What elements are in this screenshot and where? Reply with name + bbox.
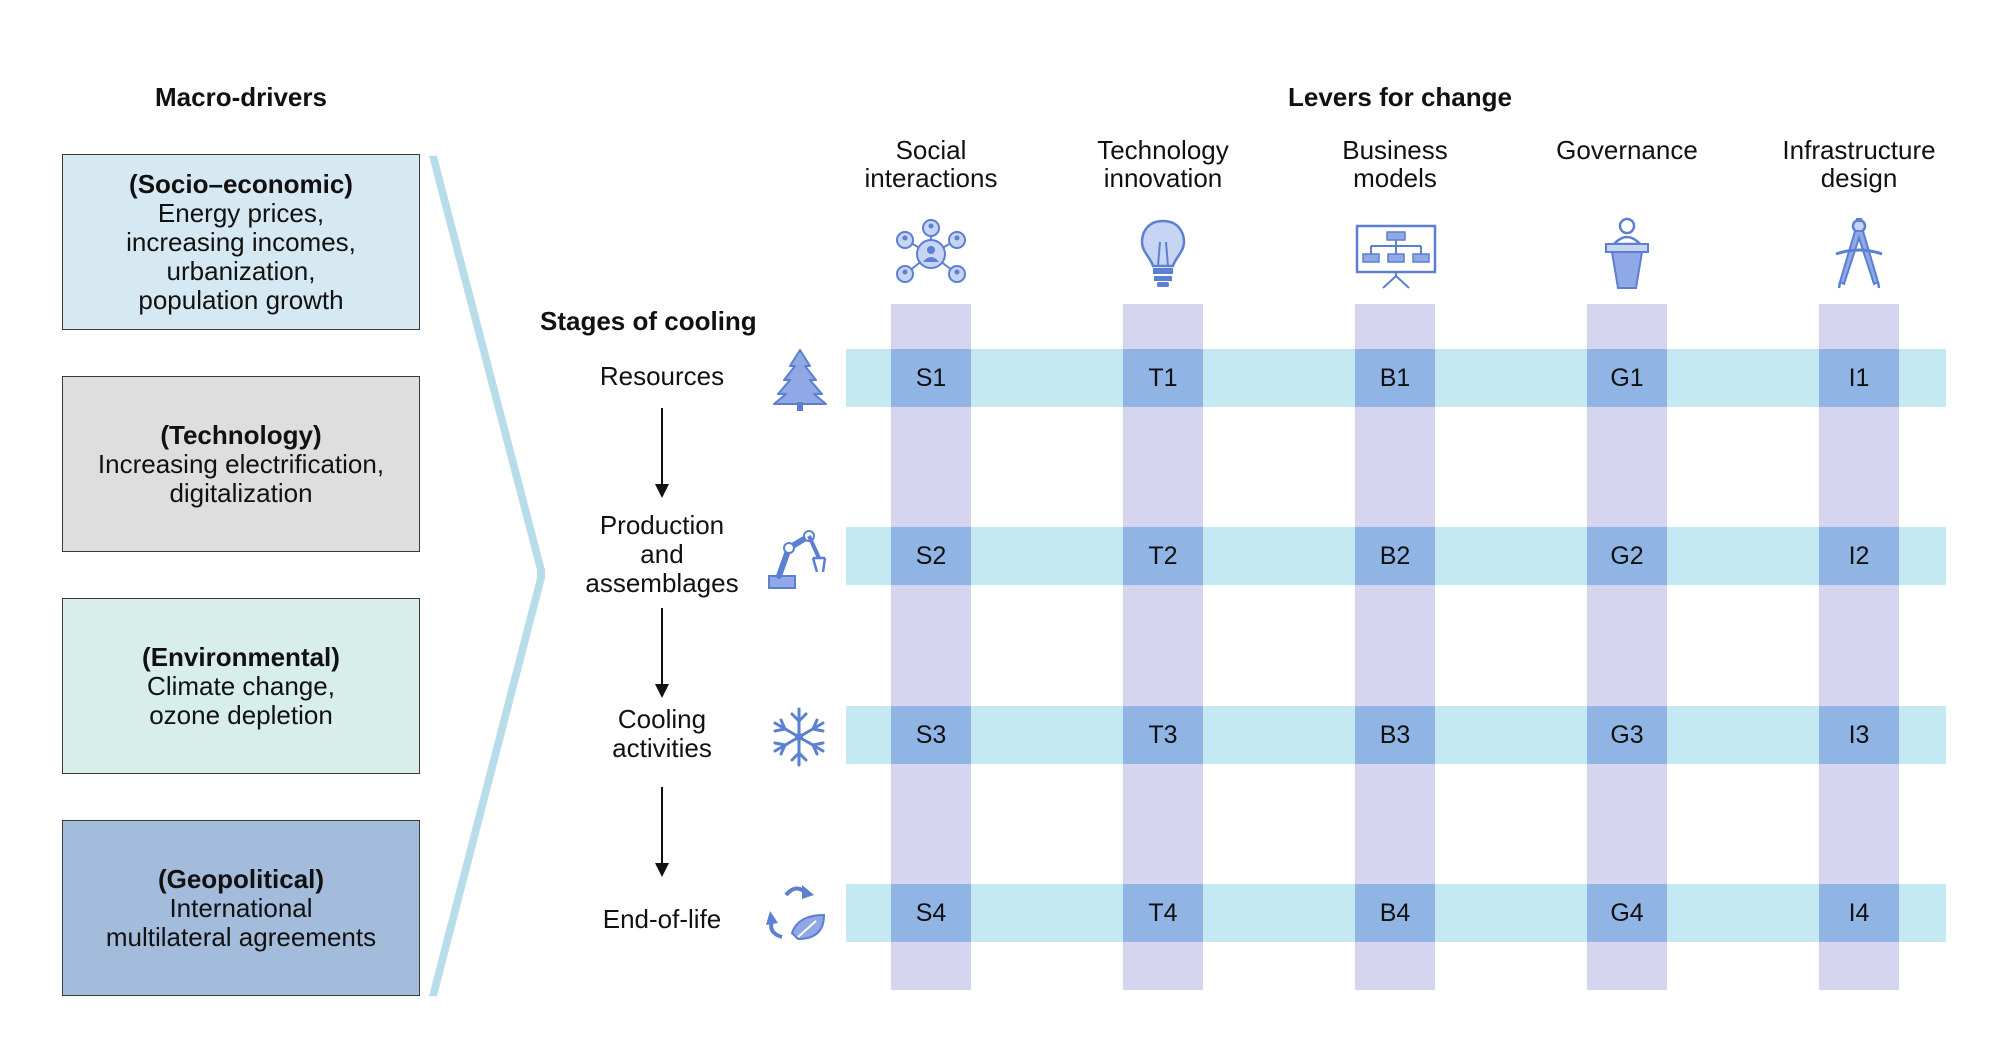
matrix-cell: S2: [891, 527, 971, 585]
stages-heading: Stages of cooling: [540, 306, 757, 336]
flow-arrow: [655, 408, 669, 498]
driver-title: (Environmental): [142, 641, 340, 672]
stage-label-end-of-life: End-of-life: [602, 904, 722, 934]
recycle-leaf-icon: [764, 881, 830, 945]
driver-box-socio-economic: (Socio–economic) Energy prices, increasi…: [62, 154, 420, 330]
driver-description: International multilateral agreements: [105, 892, 377, 952]
stage-label-production: Production and assemblages: [585, 510, 739, 598]
flow-arrow: [655, 787, 669, 877]
matrix-cell: B2: [1355, 527, 1435, 585]
matrix-cell: T3: [1123, 706, 1203, 764]
lever-label-governance: Governance: [1556, 135, 1698, 165]
matrix-cell: I3: [1819, 706, 1899, 764]
matrix-cell: T1: [1123, 349, 1203, 407]
matrix-cell: G4: [1587, 884, 1667, 942]
chevron-connector: [429, 156, 545, 996]
org-chart-icon: [1355, 224, 1437, 290]
network-people-icon: [891, 218, 971, 290]
podium-speaker-icon: [1602, 216, 1652, 290]
driver-title: (Socio–economic): [129, 168, 353, 199]
snowflake-icon: [768, 706, 830, 768]
matrix-cell: T4: [1123, 884, 1203, 942]
matrix-cell: T2: [1123, 527, 1203, 585]
lightbulb-icon: [1138, 218, 1188, 290]
matrix-cell: B1: [1355, 349, 1435, 407]
driver-title: (Technology): [160, 419, 322, 450]
matrix-cell: S1: [891, 349, 971, 407]
stage-label-resources: Resources: [599, 361, 725, 391]
driver-box-technology: (Technology) Increasing electrification,…: [62, 376, 420, 552]
matrix-cell: I4: [1819, 884, 1899, 942]
lever-label-business: Business models: [1342, 135, 1448, 193]
driver-description: Increasing electrification, digitalizati…: [97, 448, 385, 508]
drafting-compass-icon: [1834, 216, 1884, 290]
levers-heading: Levers for change: [1288, 82, 1512, 112]
matrix-cell: G1: [1587, 349, 1667, 407]
column-band-business: [1355, 304, 1435, 990]
macro-drivers-heading: Macro-drivers: [155, 82, 327, 112]
matrix-cell: S3: [891, 706, 971, 764]
lever-label-social: Social interactions: [864, 135, 998, 193]
column-band-social: [891, 304, 971, 990]
stage-label-cooling: Cooling activities: [612, 704, 712, 763]
matrix-cell: G2: [1587, 527, 1667, 585]
robot-arm-icon: [765, 528, 833, 590]
column-band-governance: [1587, 304, 1667, 990]
column-band-technology: [1123, 304, 1203, 990]
matrix-cell: B4: [1355, 884, 1435, 942]
driver-box-geopolitical: (Geopolitical) International multilatera…: [62, 820, 420, 996]
flow-arrow: [655, 608, 669, 698]
lever-label-infrastructure: Infrastructure design: [1782, 135, 1936, 193]
column-band-infrastructure: [1819, 304, 1899, 990]
matrix-cell: I2: [1819, 527, 1899, 585]
tree-icon: [768, 348, 832, 412]
matrix-cell: B3: [1355, 706, 1435, 764]
driver-box-environmental: (Environmental) Climate change, ozone de…: [62, 598, 420, 774]
matrix-cell: S4: [891, 884, 971, 942]
matrix-cell: I1: [1819, 349, 1899, 407]
driver-description: Climate change, ozone depletion: [147, 670, 335, 730]
matrix-cell: G3: [1587, 706, 1667, 764]
lever-label-technology: Technology innovation: [1097, 135, 1229, 193]
driver-description: Energy prices, increasing incomes, urban…: [126, 197, 356, 315]
driver-title: (Geopolitical): [157, 863, 325, 894]
